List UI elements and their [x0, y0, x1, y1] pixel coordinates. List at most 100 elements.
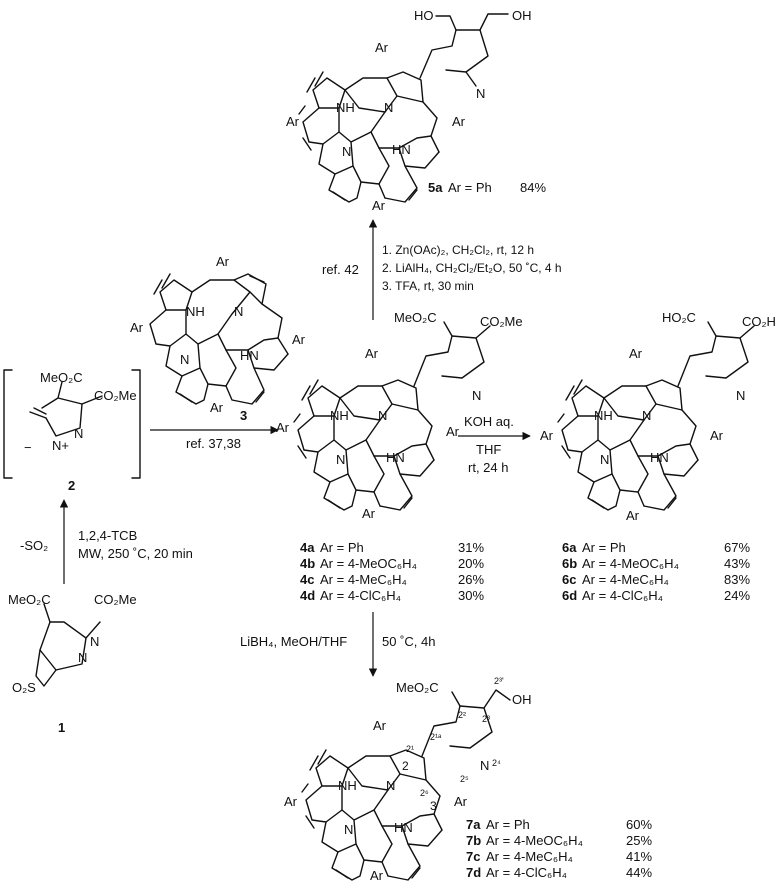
atom-oh: OH — [512, 8, 532, 23]
compound-5: HO OH N Ar Ar Ar Ar NH HN N N 5a Ar = Ph… — [286, 8, 546, 213]
num-c21: 2¹ — [406, 744, 414, 754]
cond-5-line1: 1. Zn(OAc)₂, CH₂Cl₂, rt, 12 h — [382, 243, 534, 257]
compound-label: 5a — [428, 180, 443, 195]
substituent: Ar = 4-ClC₆H₄ — [582, 588, 663, 603]
yield: 26% — [458, 572, 484, 587]
atom-ar-top: Ar — [365, 346, 379, 361]
cond-6-line3: rt, 24 h — [468, 460, 508, 475]
compound-1: MeO₂C CO₂Me O₂S N N 1 — [8, 592, 137, 735]
atom-nh: NH — [186, 304, 205, 319]
ester-left: MeO₂C — [394, 310, 437, 325]
compound-label: 4b — [300, 556, 315, 571]
compound-label: 7a — [466, 817, 481, 832]
atom-n2: N — [342, 144, 351, 159]
compound-number: 1 — [58, 720, 65, 735]
ester-left: MeO₂C — [8, 592, 51, 607]
num-c3: 3 — [430, 799, 437, 813]
compound-label: 4c — [300, 572, 314, 587]
compound-number: 3 — [240, 408, 247, 423]
num-n24: 2⁴ — [492, 758, 501, 768]
compound-label: 7d — [466, 865, 481, 880]
substituent: Ar = 4-MeOC₆H₄ — [486, 833, 583, 848]
yield: 84% — [520, 180, 546, 195]
substituent: Ar = Ph — [486, 817, 530, 832]
atom-ar-top: Ar — [373, 718, 387, 733]
yield: 25% — [626, 833, 652, 848]
yield: 44% — [626, 865, 652, 880]
atom-ar-right: Ar — [446, 424, 460, 439]
num-c23: 2³ — [482, 714, 490, 724]
hydroxyl: OH — [512, 692, 532, 707]
compound-label: 4a — [300, 540, 315, 555]
substituent: Ar = 4-MeC₆H₄ — [582, 572, 669, 587]
atom-n2: N — [344, 822, 353, 837]
yield: 67% — [724, 540, 750, 555]
yield: 41% — [626, 849, 652, 864]
yield-row: 5a Ar = Ph 84% — [428, 180, 546, 195]
byproduct: -SO₂ — [20, 538, 48, 553]
substituent: Ar = Ph — [448, 180, 492, 195]
atom-ar-left: Ar — [286, 114, 300, 129]
yield: 20% — [458, 556, 484, 571]
atom-nh: NH — [330, 408, 349, 423]
atom-ar-left: Ar — [130, 320, 144, 335]
substituent: Ar = Ph — [320, 540, 364, 555]
atom-hn: HN — [240, 348, 259, 363]
atom-hn: HN — [650, 450, 669, 465]
atom-ar-top: Ar — [216, 254, 230, 269]
num-c26: 2⁶ — [420, 788, 429, 798]
ester-right: CO₂Me — [94, 388, 137, 403]
atom-hn: HN — [392, 142, 411, 157]
atom-nn: N — [736, 388, 745, 403]
acid-right: CO₂H — [742, 314, 776, 329]
atom-n2: N — [180, 352, 189, 367]
atom-hn: HN — [386, 450, 405, 465]
compound-label: 6c — [562, 572, 576, 587]
yield: 24% — [724, 588, 750, 603]
ester: MeO₂C — [396, 680, 439, 695]
yield: 60% — [626, 817, 652, 832]
atom-n1: N — [384, 100, 393, 115]
ref-37-38: ref. 37,38 — [186, 436, 241, 451]
substituent: Ar = 4-ClC₆H₄ — [320, 588, 401, 603]
atom-ar-left: Ar — [540, 428, 554, 443]
atom-n2: N — [336, 452, 345, 467]
atom-n1: N — [234, 304, 243, 319]
compound-label: 6a — [562, 540, 577, 555]
cond-2-line2: MW, 250 ˚C, 20 min — [78, 546, 193, 561]
atom-ar-right: Ar — [452, 114, 466, 129]
compound-label: 4d — [300, 588, 315, 603]
atom-nh: NH — [336, 100, 355, 115]
atom-nh: NH — [594, 408, 613, 423]
cond-6-line1: KOH aq. — [464, 414, 514, 429]
cond-7-line2: 50 ˚C, 4h — [382, 634, 435, 649]
atom-ho: HO — [414, 8, 434, 23]
atom-ar-bottom: Ar — [370, 868, 384, 883]
compound-label: 6d — [562, 588, 577, 603]
num-c22: 2² — [458, 710, 466, 720]
so2-group: O₂S — [12, 680, 36, 695]
atom-n: N — [74, 426, 83, 441]
cond-5-line2: 2. LiAlH₄, CH₂Cl₂/Et₂O, 50 ˚C, 4 h — [382, 261, 562, 275]
atom-ar-bottom: Ar — [210, 400, 224, 415]
substituent: Ar = 4-MeOC₆H₄ — [582, 556, 679, 571]
atom-n-b: N — [90, 634, 99, 649]
atom-nn: N — [480, 758, 489, 773]
atom-ar-left: Ar — [284, 794, 298, 809]
atom-ar-bottom: Ar — [362, 506, 376, 521]
num-c23p: 2³' — [494, 676, 504, 686]
compound-4: MeO₂C CO₂Me N Ar Ar Ar Ar NH HN N N — [276, 310, 523, 521]
atom-ar-top: Ar — [629, 346, 643, 361]
ester-right: CO₂Me — [94, 592, 137, 607]
substituent: Ar = 4-MeC₆H₄ — [320, 572, 407, 587]
substituent: Ar = 4-MeOC₆H₄ — [320, 556, 417, 571]
atom-n2: N — [600, 452, 609, 467]
minus: − — [24, 440, 32, 455]
compound-6: HO₂C CO₂H N Ar Ar Ar Ar NH HN N N — [540, 310, 776, 523]
yield: 43% — [724, 556, 750, 571]
atom-ar-right: Ar — [292, 332, 306, 347]
